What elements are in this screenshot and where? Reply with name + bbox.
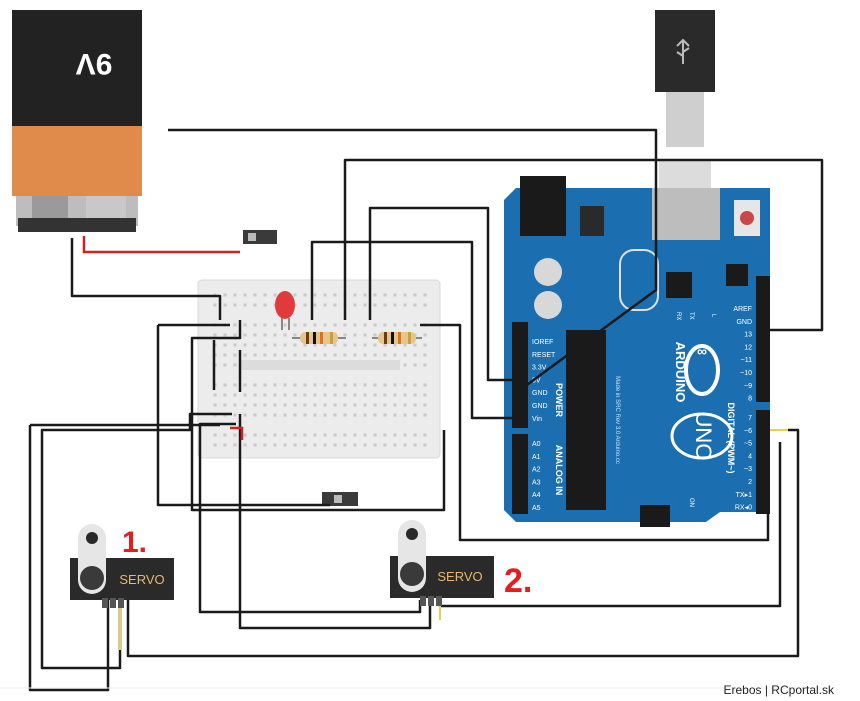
digital-lower-pin-label-5: 2 xyxy=(748,479,752,486)
digital-lower-pin-label-4: ~3 xyxy=(744,466,752,473)
power-pin-label-6: Vin xyxy=(532,416,542,423)
power-pin-label-5: GND xyxy=(532,403,548,410)
digital-lower-pin-label-0: 7 xyxy=(748,415,752,422)
resistor-1 xyxy=(292,332,346,344)
digital-upper-pin-label-6: ~9 xyxy=(744,383,752,390)
servo-2-annotation: 2. xyxy=(504,562,532,600)
resistor-2 xyxy=(372,332,422,344)
arduino-logo xyxy=(684,344,720,396)
wires-yellow xyxy=(119,429,788,650)
digital-upper-pin-label-0: AREF xyxy=(733,306,752,313)
servo-1-annotation: 1. xyxy=(122,526,147,559)
analog-pin-label-3: A3 xyxy=(532,479,541,486)
digital-lower-pin-label-7: RX◂0 xyxy=(735,505,752,512)
digital-upper-pin-label-3: 12 xyxy=(744,344,752,351)
arduino-model: UNO xyxy=(691,412,716,461)
analog-header-label: ANALOG IN xyxy=(554,445,564,496)
led-red xyxy=(275,291,295,330)
usb-icon xyxy=(676,38,690,64)
arduino-uno-board: ∞ UNO ARDUINO Made in SRC Rev 3.0 Arduin… xyxy=(504,176,770,527)
digital-lower-pin-label-1: ~6 xyxy=(744,428,752,435)
digital-lower-pin-label-3: 4 xyxy=(748,453,752,460)
breadboard xyxy=(197,279,441,459)
battery-label: 9V xyxy=(76,47,113,80)
digital-upper-pin-label-7: 8 xyxy=(748,396,752,403)
analog-pin-label-0: A0 xyxy=(532,441,541,448)
svg-text:∞: ∞ xyxy=(697,343,707,359)
digital-upper-pin-label-1: GND xyxy=(736,319,752,326)
wires-black xyxy=(28,128,824,692)
analog-pin-label-4: A4 xyxy=(532,492,541,499)
dc-jack xyxy=(520,176,566,236)
wires-red xyxy=(82,236,244,440)
power-pin-label-3: 5V xyxy=(532,377,541,384)
digital-upper-pin-label-5: ~10 xyxy=(740,370,752,377)
power-header-label: POWER xyxy=(554,383,564,418)
analog-pin-label-1: A1 xyxy=(532,454,541,461)
rx-label: RX xyxy=(675,312,681,320)
l-label: L xyxy=(710,314,716,318)
power-pin-label-2: 3.3V xyxy=(532,365,547,372)
battery-9v: 9V xyxy=(12,10,142,232)
usb-port xyxy=(652,188,720,240)
digital-upper-pin-label-2: 13 xyxy=(744,332,752,339)
power-pin-label-1: RESET xyxy=(532,352,556,359)
digital-lower-pin-label-6: TX▸1 xyxy=(736,492,752,499)
servo-2: SERVO 2. xyxy=(390,520,532,606)
power-pin-label-4: GND xyxy=(532,390,548,397)
credit-text: Erebos | RCportal.sk xyxy=(723,683,835,697)
slide-switch-top xyxy=(243,230,277,244)
arduino-brand: ARDUINO xyxy=(673,342,688,403)
digital-header-label: DIGITAL (PWM~) xyxy=(726,403,736,474)
tx-label: TX xyxy=(688,312,694,320)
digital-lower-pin-label-2: ~5 xyxy=(744,441,752,448)
analog-pin-label-5: A5 xyxy=(532,505,541,512)
servo-1: SERVO 1. xyxy=(70,524,174,608)
power-pin-label-0: IOREF xyxy=(532,339,553,346)
analog-pin-label-2: A2 xyxy=(532,467,541,474)
servo-1-label: SERVO xyxy=(119,572,164,587)
digital-upper-pin-label-4: ~11 xyxy=(741,357,752,364)
atmega-chip xyxy=(566,330,606,510)
on-label: ON xyxy=(688,498,694,507)
servo-2-label: SERVO xyxy=(437,569,482,584)
slide-switch-bottom xyxy=(322,492,358,506)
arduino-fine-print: Made in SRC Rev 3.0 Arduino.cc xyxy=(614,376,620,464)
